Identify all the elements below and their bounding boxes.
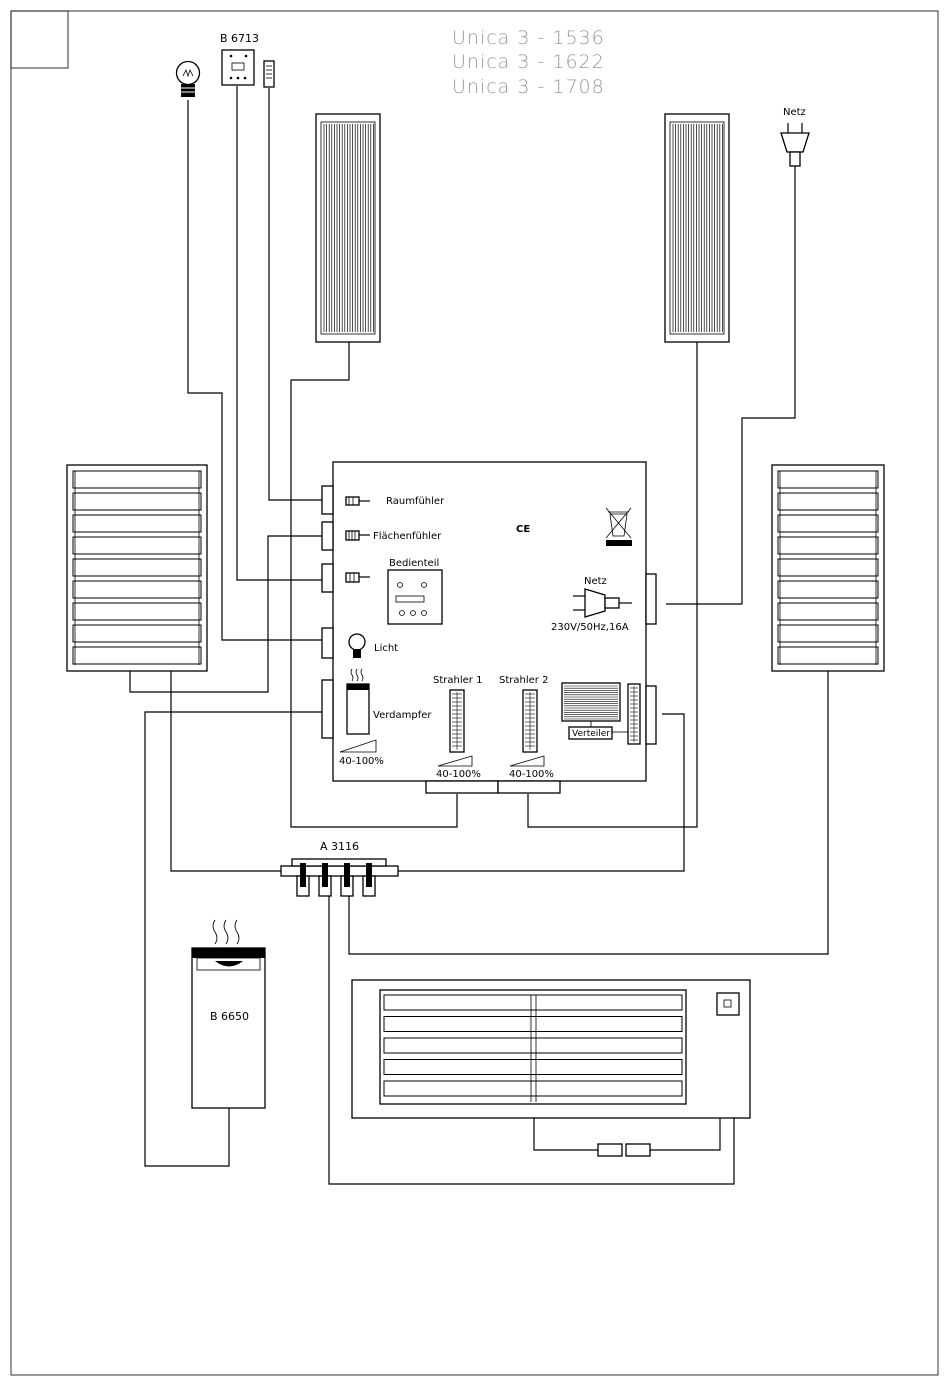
slat — [778, 537, 878, 554]
netz-spec-label: 230V/50Hz,16A — [551, 622, 629, 633]
slat — [73, 515, 201, 532]
slat — [384, 1017, 682, 1032]
strahler2-range-label: 40-100% — [509, 769, 554, 780]
light-bulb-icon — [177, 62, 200, 98]
power-plug-icon — [781, 123, 809, 180]
a3116-label: A 3116 — [320, 840, 359, 853]
slat — [73, 559, 201, 576]
wall-panel-left — [67, 465, 207, 671]
control-unit-b6713-icon — [222, 50, 274, 87]
slat — [73, 493, 201, 510]
strahler2-icon — [523, 690, 537, 752]
slat — [73, 647, 201, 664]
bench-panel-bottom — [352, 980, 750, 1156]
slat — [778, 647, 878, 664]
strahler1-label: Strahler 1 — [433, 675, 482, 686]
netz-inner-label: Netz — [584, 576, 607, 587]
verdampfer-label: Verdampfer — [373, 710, 432, 721]
slat — [778, 493, 878, 510]
corner-box — [11, 11, 68, 68]
bedienteil-icon — [388, 570, 442, 624]
slat — [73, 581, 201, 598]
slat — [778, 581, 878, 598]
licht-label: Licht — [374, 643, 398, 654]
distribution-a3116-icon — [281, 859, 398, 896]
slat — [384, 1060, 682, 1075]
strahler1-range-label: 40-100% — [436, 769, 481, 780]
flaechenfuehler-label: Flächenfühler — [373, 531, 442, 542]
slat — [73, 603, 201, 620]
title-line-2: Unica 3 - 1622 — [452, 51, 605, 73]
bedienteil-label: Bedienteil — [389, 558, 439, 569]
slat — [778, 471, 878, 488]
title-line-1: Unica 3 - 1536 — [452, 27, 605, 49]
netz-top-label: Netz — [783, 107, 806, 118]
slat — [73, 537, 201, 554]
slat — [384, 1038, 682, 1053]
radiant-heater-right — [665, 114, 729, 342]
title-line-3: Unica 3 - 1708 — [452, 76, 605, 98]
slat — [778, 603, 878, 620]
slat — [384, 1081, 682, 1096]
strahler2-label: Strahler 2 — [499, 675, 548, 686]
ce-mark: CE — [516, 524, 530, 535]
verteiler-label: Verteiler — [572, 729, 610, 739]
verdampfer-range-label: 40-100% — [339, 756, 384, 767]
slat — [778, 625, 878, 642]
raumfuehler-label: Raumfühler — [386, 496, 445, 507]
b6713-label: B 6713 — [220, 32, 259, 45]
radiant-heater-left — [316, 114, 380, 342]
slat — [73, 625, 201, 642]
strahler1-icon — [450, 690, 464, 752]
slat — [778, 515, 878, 532]
slat — [384, 995, 682, 1010]
wall-panel-right — [772, 465, 884, 671]
b6650-label: B 6650 — [210, 1010, 249, 1023]
slat — [778, 559, 878, 576]
slat — [73, 471, 201, 488]
